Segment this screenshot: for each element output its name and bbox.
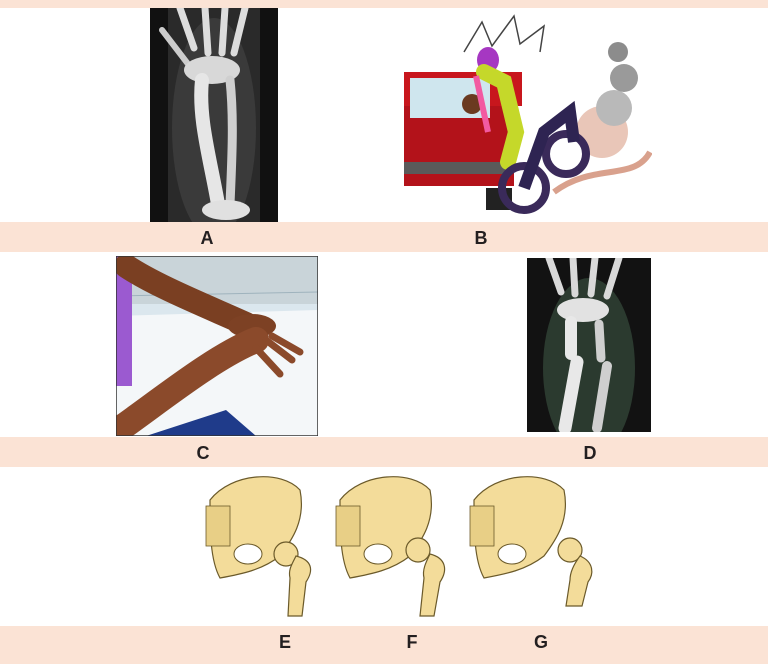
panel-f-hip-joint-subluxation: [332, 470, 456, 622]
panel-g-hip-joint-dislocation: [466, 470, 606, 622]
label-f: F: [406, 632, 418, 652]
label-a: A: [200, 228, 214, 248]
caption-band-row-1: [0, 222, 768, 252]
panel-b-motorcycle-crash: [404, 12, 652, 220]
top-band: [0, 0, 768, 8]
label-g: G: [533, 632, 549, 652]
panel-d-fracture-xray: [527, 258, 651, 432]
caption-band-row-2: [0, 437, 768, 467]
label-d: D: [583, 443, 597, 463]
panel-a-forearm-xray: [150, 8, 278, 222]
caption-band-row-3: [0, 626, 768, 664]
label-c: C: [196, 443, 210, 463]
panel-c-holding-wrist: [116, 256, 318, 436]
label-b: B: [474, 228, 488, 248]
panel-e-hip-joint-normal: [202, 470, 322, 622]
label-e: E: [278, 632, 292, 652]
